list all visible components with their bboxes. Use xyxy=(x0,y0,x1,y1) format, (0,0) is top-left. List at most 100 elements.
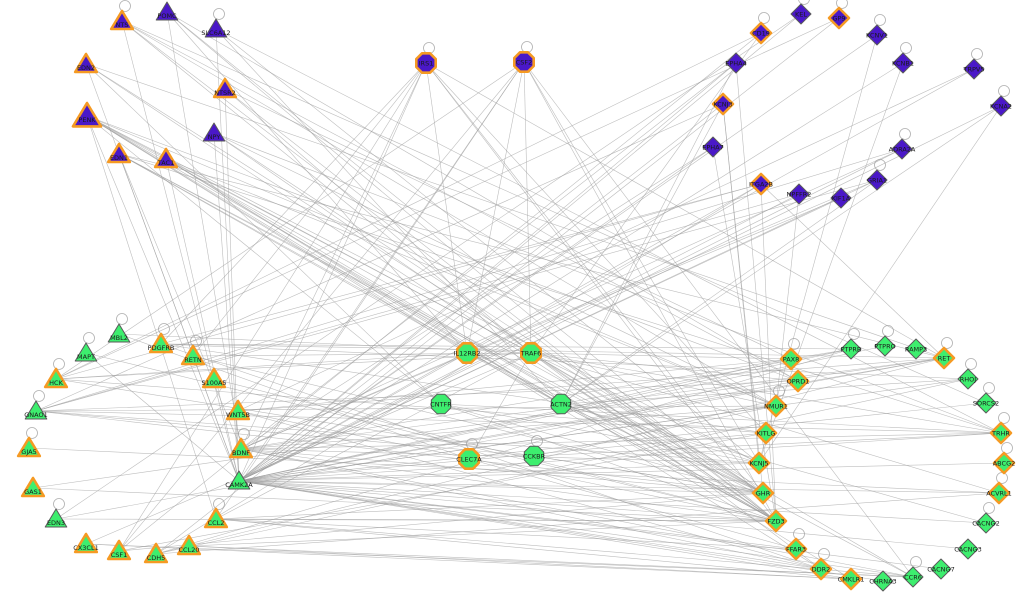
node-kcnb1[interactable]: KCNB1 xyxy=(892,52,914,74)
edge xyxy=(160,343,767,434)
triangle-node-shape xyxy=(201,367,227,389)
node-sorcs2[interactable]: SORCS2 xyxy=(973,392,999,414)
node-penk[interactable]: PENK xyxy=(71,101,103,128)
node-kcna2[interactable]: KCNA2 xyxy=(990,95,1012,117)
node-gnao1[interactable]: GNAO1 xyxy=(24,400,48,420)
edge xyxy=(560,403,764,494)
node-oprd1[interactable]: OPRD1 xyxy=(787,369,810,393)
self-loop xyxy=(793,528,805,540)
node-pdgfrb[interactable]: PDGFRB xyxy=(148,332,175,354)
edge xyxy=(238,179,878,482)
node-gria1[interactable]: GRIA1 xyxy=(866,169,888,191)
triangle-node-shape xyxy=(203,507,229,529)
node-mapt[interactable]: MAPT xyxy=(74,342,98,362)
edge xyxy=(533,455,764,494)
edge xyxy=(118,153,945,359)
node-edn3[interactable]: EDN3 xyxy=(44,508,68,528)
diamond-node-shape xyxy=(764,394,788,418)
node-cd19[interactable]: CD19 xyxy=(749,21,773,45)
edge xyxy=(118,153,562,405)
node-cacng2[interactable]: CACNG2 xyxy=(972,512,1000,534)
node-cacng7[interactable]: CACNG7 xyxy=(927,558,955,580)
self-loop xyxy=(996,472,1008,484)
edge xyxy=(215,28,760,464)
edge xyxy=(121,20,777,522)
diamond-node-shape xyxy=(788,183,810,205)
node-mbl2[interactable]: MBL2 xyxy=(107,323,131,343)
edge xyxy=(240,197,842,450)
node-acvrl1[interactable]: ACVRL1 xyxy=(986,481,1012,505)
octagon-node-shape xyxy=(414,51,438,74)
node-nts[interactable]: NTS xyxy=(109,9,135,31)
diamond-node-shape xyxy=(747,451,771,475)
edge xyxy=(240,448,777,522)
node-ramp3[interactable]: RAMP3 xyxy=(905,338,927,360)
edge xyxy=(35,103,724,412)
self-loop xyxy=(758,12,770,24)
self-loop xyxy=(238,428,250,440)
self-loop xyxy=(983,502,995,514)
node-pomc[interactable]: POMC xyxy=(155,1,179,21)
node-trhr[interactable]: TRHR xyxy=(989,421,1013,445)
node-ntsr2[interactable]: NTSR2 xyxy=(212,77,238,99)
node-pax8[interactable]: PAX8 xyxy=(779,347,803,371)
edge xyxy=(240,62,737,450)
edge xyxy=(530,352,822,570)
node-hck[interactable]: HCK xyxy=(43,367,69,389)
edge xyxy=(155,357,945,555)
edge xyxy=(237,410,777,522)
edge xyxy=(560,348,852,405)
edge xyxy=(523,61,777,522)
edge xyxy=(240,148,903,450)
node-retn[interactable]: RETN xyxy=(180,344,206,366)
node-csf1[interactable]: CSF1 xyxy=(106,539,132,561)
node-trpv5[interactable]: TRPV5 xyxy=(963,58,985,80)
node-epha4[interactable]: EPHA4 xyxy=(725,52,747,74)
edge xyxy=(425,62,468,354)
edge xyxy=(425,62,777,522)
node-kcnv1[interactable]: KCNV1 xyxy=(866,24,888,46)
diamond-node-shape xyxy=(989,421,1013,445)
node-kcnj5[interactable]: KCNJ5 xyxy=(747,451,771,475)
node-ccl2[interactable]: CCL2 xyxy=(203,507,229,529)
diamond-node-shape xyxy=(840,338,862,360)
node-fzd3[interactable]: FZD3 xyxy=(764,509,788,533)
node-gp9[interactable]: GP9 xyxy=(827,6,851,30)
edge-layer xyxy=(28,11,1005,582)
node-kcnj3[interactable]: KCNJ3 xyxy=(711,92,735,116)
node-adra2a[interactable]: ADRA2A xyxy=(889,138,916,160)
node-edn1[interactable]: EDN1 xyxy=(106,142,132,164)
edge xyxy=(560,105,1002,405)
edge xyxy=(55,378,767,434)
node-cmklr1[interactable]: CMKLR1 xyxy=(838,567,865,591)
node-nmur1[interactable]: NMUR1 xyxy=(764,394,788,418)
node-epha7[interactable]: EPHA7 xyxy=(702,136,724,158)
edge xyxy=(35,380,799,412)
node-cacng3[interactable]: CACNG3 xyxy=(954,538,982,560)
node-kitlg[interactable]: KITLG xyxy=(754,421,778,445)
node-irs1[interactable]: IRS1 xyxy=(414,51,438,74)
edge xyxy=(55,518,777,522)
node-edn2[interactable]: EDN2 xyxy=(73,52,99,74)
node-s100a5[interactable]: S100A5 xyxy=(201,367,227,389)
node-kel[interactable]: KEL xyxy=(790,3,812,25)
node-gja5[interactable]: GJA5 xyxy=(16,436,42,458)
diamond-node-shape xyxy=(932,346,956,370)
edge xyxy=(85,352,240,482)
node-rhoj[interactable]: RHOJ xyxy=(957,368,979,390)
node-ptpro[interactable]: PTPRO xyxy=(874,335,896,357)
node-cx3cl1[interactable]: CX3CL1 xyxy=(73,532,99,554)
node-ddr2[interactable]: DDR2 xyxy=(809,557,833,581)
node-ccr6[interactable]: CCR6 xyxy=(902,566,924,588)
edge xyxy=(166,11,764,494)
node-csf2[interactable]: CSF2 xyxy=(512,50,536,73)
node-itga2b[interactable]: ITGA2B xyxy=(749,172,773,196)
self-loop xyxy=(26,427,38,439)
node-abcg2[interactable]: ABCG2 xyxy=(992,451,1016,475)
edge xyxy=(238,480,942,570)
node-cntfr[interactable]: CNTFR xyxy=(430,393,452,415)
node-traf6[interactable]: TRAF6 xyxy=(520,341,543,365)
node-npy[interactable]: NPY xyxy=(202,122,226,142)
